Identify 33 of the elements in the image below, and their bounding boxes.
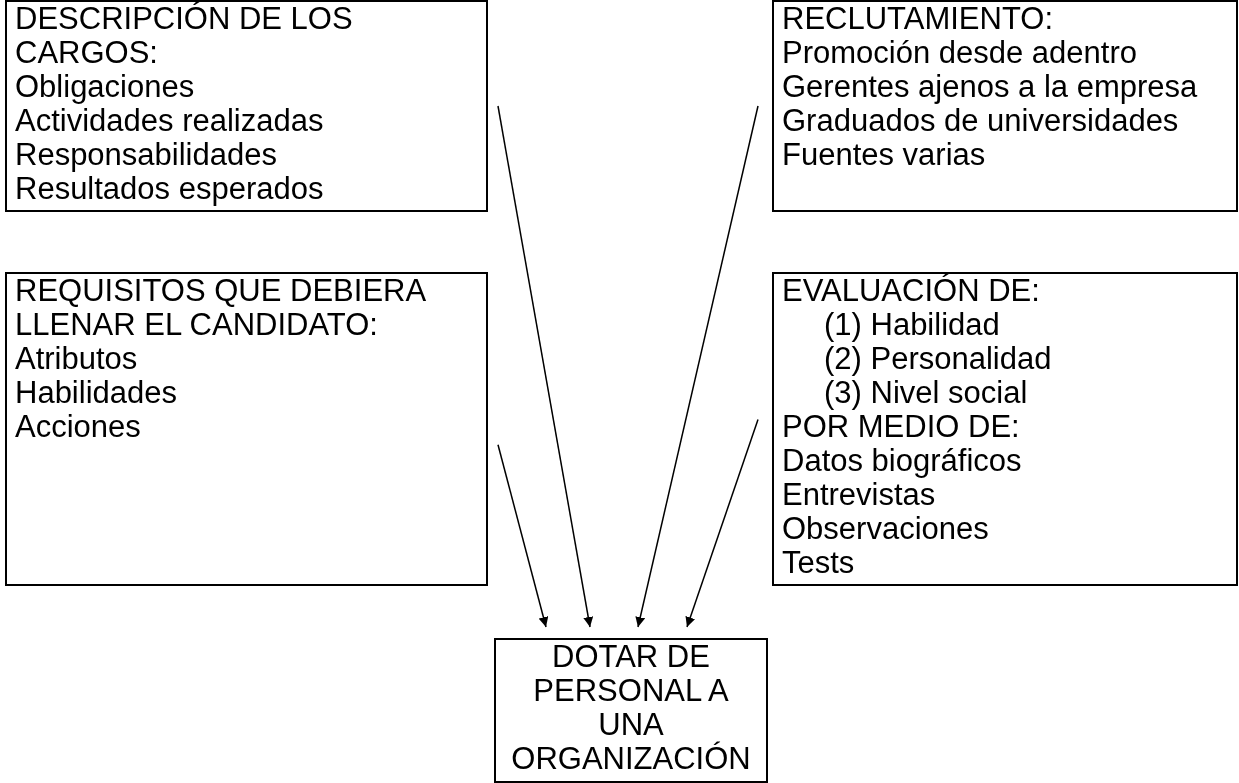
item-text: Tests	[782, 546, 856, 580]
arrow	[635, 105, 759, 628]
item-text: (1) Habilidad	[823, 308, 1001, 342]
item-text: Obligaciones	[15, 70, 196, 104]
item-text: (3) Nivel social	[823, 376, 1029, 410]
text-box	[772, 0, 1238, 212]
item-text: Datos biográficos	[782, 444, 1023, 478]
item-text: Atributos	[15, 342, 139, 376]
item-text: Entrevistas	[782, 478, 936, 512]
item-text: Graduados de universidades	[782, 104, 1179, 138]
item-text: Fuentes varias	[782, 138, 987, 172]
item-text: Resultados esperados	[15, 172, 325, 206]
item-text: POR MEDIO DE:	[782, 410, 1021, 444]
heading-text: DESCRIPCIÓN DE LOS CARGOS:	[15, 2, 354, 70]
item-text: DOTAR DE PERSONAL A UNA ORGANIZACIÓN	[510, 640, 752, 776]
text-box	[772, 272, 1238, 586]
arrow	[685, 418, 759, 628]
heading-text: REQUISITOS QUE DEBIERA LLENAR EL CANDIDATO:	[15, 274, 426, 342]
item-text: Observaciones	[782, 512, 990, 546]
item-text: Gerentes ajenos a la empresa	[782, 70, 1199, 104]
item-text: Responsabilidades	[15, 138, 278, 172]
arrow	[497, 105, 594, 628]
result-box	[494, 638, 768, 783]
item-text: (2) Personalidad	[823, 342, 1053, 376]
item-text: Acciones	[15, 410, 142, 444]
heading-text: RECLUTAMIENTO:	[782, 2, 1054, 36]
arrow	[497, 443, 549, 628]
text-box	[5, 0, 488, 212]
item-text: Habilidades	[15, 376, 178, 410]
text-box	[5, 272, 488, 586]
item-text: Actividades realizadas	[15, 104, 325, 138]
item-text: Promoción desde adentro	[782, 36, 1138, 70]
heading-text: EVALUACIÓN DE:	[782, 274, 1041, 308]
